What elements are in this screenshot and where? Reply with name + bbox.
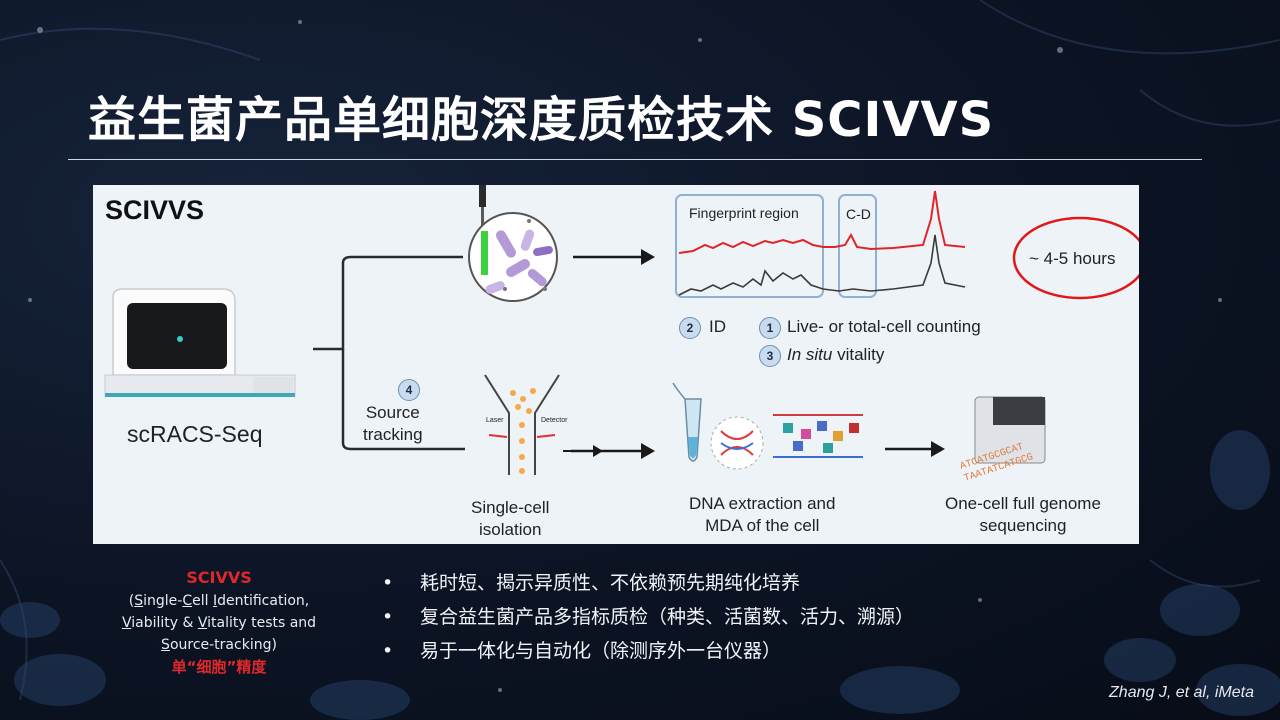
source-line1: Source: [363, 402, 423, 424]
mda-amplification-illustration: [773, 415, 863, 457]
bullet-item: 易于一体化与自动化（除测序外一台仪器）: [382, 634, 914, 668]
workflow-diagram: ATCATGCGCAT TAATATCATGCG: [93, 185, 1139, 544]
seq-line1: One-cell full genome: [945, 493, 1101, 515]
definition-line-1: (Single-Cell Identification,: [104, 590, 334, 612]
laser-label: Laser: [486, 417, 504, 424]
source-line2: tracking: [363, 424, 423, 446]
definition-line-3: Source-tracking): [104, 634, 334, 656]
feature-bullet-list: 耗时短、揭示异质性、不依赖预先期纯化培养 复合益生菌产品多指标质检（种类、活菌数…: [382, 566, 914, 668]
detector-label: Detector: [541, 417, 567, 424]
definition-tagline: 单“细胞”精度: [104, 656, 334, 678]
output-id-label: ID: [709, 317, 726, 337]
seq-line2: sequencing: [945, 515, 1101, 537]
cell-sorter-illustration: [485, 375, 559, 475]
isolation-label: Single-cell isolation: [471, 497, 549, 541]
vitality-text: vitality: [832, 345, 884, 364]
tube-illustration: [673, 383, 763, 469]
step-badge-2: 2: [679, 317, 701, 339]
dna-line2: MDA of the cell: [689, 515, 835, 537]
microscopy-view: [469, 213, 557, 301]
scivvs-definition: SCIVVS (Single-Cell Identification, Viab…: [104, 566, 334, 678]
step-badge-4: 4: [398, 379, 420, 401]
fingerprint-region-label: Fingerprint region: [689, 205, 799, 221]
definition-line-2: Viability & Vitality tests and: [104, 612, 334, 634]
slide-title: 益生菌产品单细胞深度质检技术 SCIVVS: [88, 80, 994, 150]
isolation-line1: Single-cell: [471, 497, 549, 519]
instrument-label: scRACS-Seq: [127, 421, 262, 448]
isolation-line2: isolation: [471, 519, 549, 541]
citation: Zhang J, et al, iMeta: [1109, 684, 1254, 702]
source-tracking-label: Source tracking: [363, 402, 423, 446]
duration-label: ~ 4-5 hours: [1029, 249, 1115, 269]
bullet-item: 复合益生菌产品多指标质检（种类、活菌数、活力、溯源）: [382, 600, 914, 634]
bullet-item: 耗时短、揭示异质性、不依赖预先期纯化培养: [382, 566, 914, 600]
sequencer-illustration: ATCATGCGCAT TAATATCATGCG: [959, 397, 1045, 485]
cd-label: C-D: [846, 206, 871, 222]
output-counting-label: Live- or total-cell counting: [787, 317, 981, 337]
dna-line1: DNA extraction and: [689, 493, 835, 515]
title-divider: [68, 159, 1202, 160]
scracs-instrument: [105, 289, 295, 397]
output-vitality-label: In situ vitality: [787, 345, 884, 365]
dna-extraction-label: DNA extraction and MDA of the cell: [689, 493, 835, 537]
definition-name: SCIVVS: [104, 566, 334, 590]
sequencing-label: One-cell full genome sequencing: [945, 493, 1101, 537]
figure-title: SCIVVS: [105, 195, 204, 226]
workflow-figure: ATCATGCGCAT TAATATCATGCG SCIVVS scRACS-S…: [93, 185, 1139, 544]
step-badge-3: 3: [759, 345, 781, 367]
in-situ-text: In situ: [787, 345, 832, 364]
step-badge-1: 1: [759, 317, 781, 339]
